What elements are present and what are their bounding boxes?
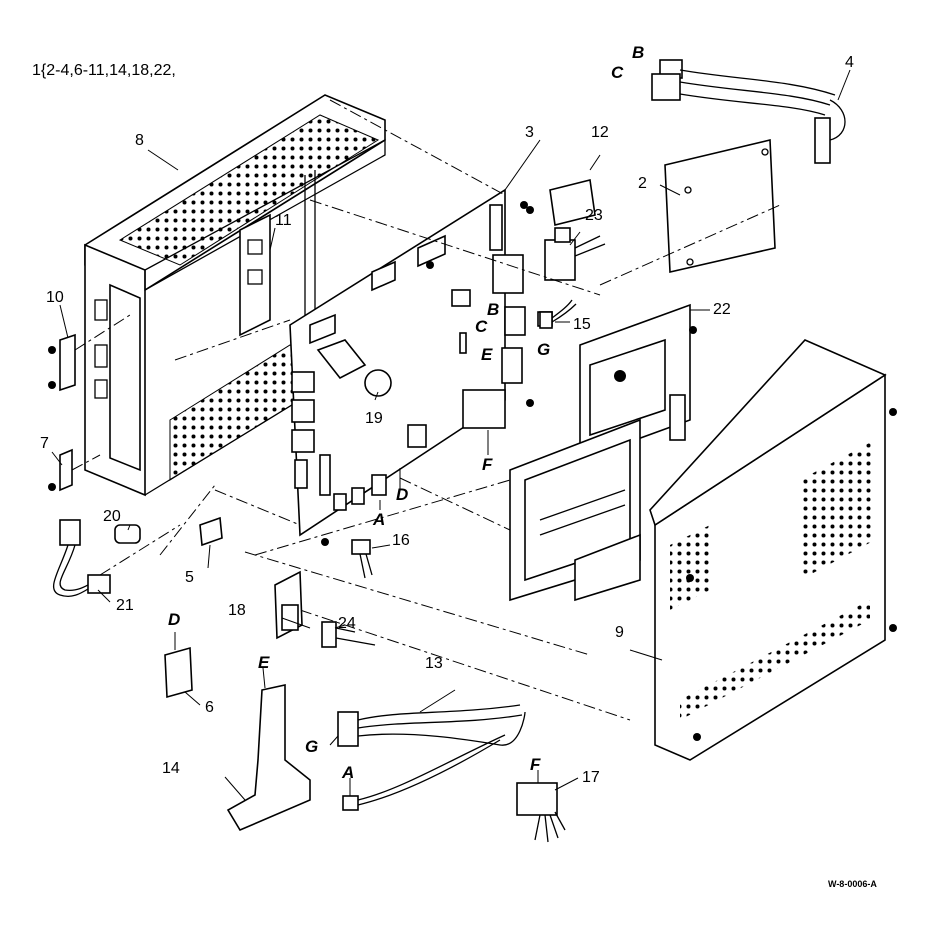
callout-9: 9 [615, 624, 624, 641]
part-6-card [164, 646, 193, 699]
callout-5: 5 [185, 569, 194, 586]
callout-21: 21 [116, 597, 134, 614]
callout-4: 4 [845, 54, 854, 71]
callout-14: 14 [162, 760, 180, 777]
part-20-plug [114, 524, 141, 544]
mounting-bracket-assembly [509, 418, 641, 602]
connector-letter-b: B [632, 43, 644, 62]
assembly-header: 1{2-4,6-11,14,18,22, [32, 62, 176, 79]
callout-labels: 2 3 4 5 6 7 8 9 10 11 12 13 14 15 16 17 … [40, 54, 854, 786]
part-24-cable [321, 621, 376, 648]
part-4-cable [651, 59, 846, 164]
part-8-chassis-cage [84, 94, 386, 497]
connector-letter-d: D [396, 485, 408, 504]
callout-23: 23 [585, 207, 603, 224]
connector-letter-f-connector: F [530, 755, 541, 774]
callout-17: 17 [582, 769, 600, 786]
part-13-harness [337, 704, 526, 811]
connector-letter-g: G [537, 340, 550, 359]
part-7-clip [48, 448, 101, 492]
part-17-connector [516, 782, 566, 843]
part-3-main-board [289, 188, 534, 546]
callout-7: 7 [40, 435, 49, 452]
connector-letter-c: C [611, 63, 624, 82]
leader-lines [51, 69, 851, 801]
part-14-flat-cable [226, 684, 311, 832]
connector-letter-g-harness: G [305, 737, 318, 756]
callout-13: 13 [425, 655, 443, 672]
part-16-connector [351, 539, 373, 579]
part-10-bracket [48, 314, 131, 392]
callout-15: 15 [573, 316, 591, 333]
callout-12: 12 [591, 124, 609, 141]
part-18-board [274, 570, 303, 640]
figure-reference-code: W-8-0006-A [828, 879, 877, 889]
part-15-connector [539, 311, 553, 329]
connector-letter-f: F [482, 455, 493, 474]
connector-letter-a: A [372, 510, 385, 529]
part-9-side-cover [649, 339, 897, 761]
connector-letters: A B C D E F G B C E G F D A [168, 43, 644, 782]
callout-16: 16 [392, 532, 410, 549]
callout-19: 19 [365, 410, 383, 427]
part-12-cable [526, 154, 601, 226]
connector-letter-e: E [481, 345, 493, 364]
connector-letter-e-cable: E [258, 653, 270, 672]
callout-3: 3 [525, 124, 534, 141]
part-21-usb-cable [52, 519, 111, 597]
callout-18: 18 [228, 602, 246, 619]
callout-22: 22 [713, 301, 731, 318]
assembly-lines [99, 99, 631, 721]
callout-11: 11 [275, 212, 292, 229]
connector-letter-b-board: B [487, 300, 499, 319]
part-5-card [199, 516, 223, 547]
connector-letter-c-board: C [475, 317, 488, 336]
callout-24: 24 [338, 615, 356, 632]
part-23-connector [544, 227, 606, 281]
callout-20: 20 [103, 508, 121, 525]
callout-6: 6 [205, 699, 214, 716]
connector-letter-a-harness: A [341, 763, 354, 782]
connector-letter-d-card: D [168, 610, 180, 629]
callout-2: 2 [638, 175, 647, 192]
part-2-hard-disk [599, 138, 781, 286]
part-22-hdd-bracket [579, 303, 697, 462]
callout-8: 8 [135, 132, 144, 149]
callout-10: 10 [46, 289, 64, 306]
